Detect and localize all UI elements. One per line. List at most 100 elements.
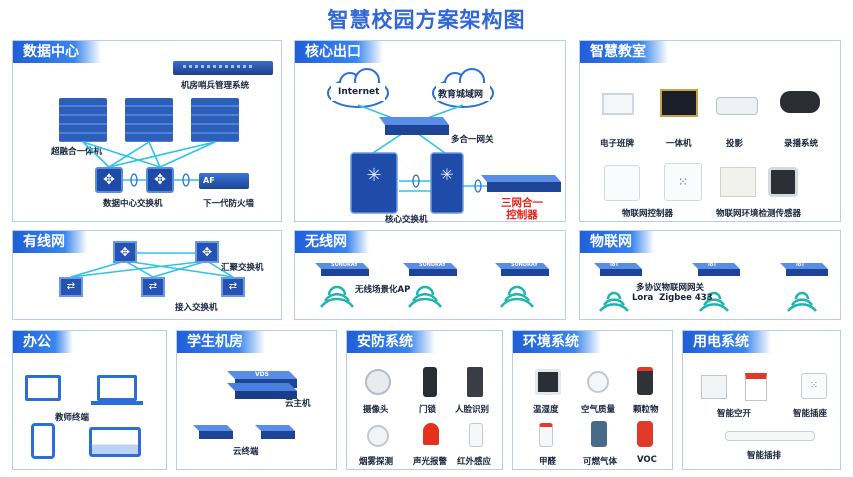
door-lock-icon — [423, 367, 437, 397]
access-switch-label: 接入交换机 — [175, 303, 218, 313]
firewall-label: 下一代防火墙 — [203, 199, 255, 209]
sound-light-alarm-icon — [423, 423, 439, 445]
cloud-host-icon — [227, 371, 297, 399]
security-item-label: 红外感应 — [457, 457, 492, 467]
core-diagram — [327, 68, 561, 214]
ap-brand-label: SUNDRAY — [511, 262, 538, 268]
iot-controller-icon — [604, 165, 640, 201]
projector-icon — [716, 97, 758, 115]
edu-net-label: 教育城域网 — [438, 90, 484, 100]
security-item-label: 人脸识别 — [455, 405, 490, 415]
ap-label: 无线场景化AP — [355, 285, 411, 295]
env-item-label: 甲醛 — [539, 457, 557, 467]
env-sensor-icon — [720, 167, 756, 197]
particulate-icon — [637, 367, 653, 395]
wireless-aps — [315, 263, 549, 308]
power-strip-icon — [725, 431, 815, 441]
socket-icon: ⁙ — [664, 163, 702, 201]
iot-gateway-icon — [780, 263, 828, 312]
power-item-label: 智能插座 — [793, 409, 828, 419]
panel-tag-power: 用电系统 — [683, 331, 771, 353]
security-item-label: 门锁 — [419, 405, 437, 415]
panel-tag-data-center: 数据中心 — [13, 41, 101, 63]
smart-socket-icon: ⁙ — [801, 373, 827, 399]
ap-brand-label: SUNDRAY — [331, 262, 358, 268]
laptop-base-icon — [91, 401, 143, 405]
panel-tag-core: 核心出口 — [295, 41, 383, 63]
core-switch-icon: ✳ — [440, 165, 454, 184]
env-item-label: 可燃气体 — [583, 457, 618, 467]
cloud-host-label: 云主机 — [285, 399, 311, 409]
classroom-item-label: 一体机 — [666, 139, 692, 149]
security-item-label: 摄像头 — [363, 405, 389, 415]
voc-sensor-icon — [637, 421, 653, 447]
panel-tag-wired: 有线网 — [13, 231, 87, 253]
formaldehyde-icon — [539, 423, 553, 447]
agg-switch-icon: ✥ — [113, 241, 137, 263]
all-in-one-icon — [660, 89, 698, 117]
power-item-label: 智能插排 — [747, 451, 782, 461]
security-item-label: 烟雾探测 — [359, 457, 394, 467]
dc-switch-icon: ✥ — [146, 167, 174, 193]
wireless-ap-icon — [315, 263, 369, 308]
core-switch-icon: ✳ — [366, 165, 382, 186]
iot-gateway-label: 多协议物联网网关 — [636, 283, 705, 293]
sensor-panel-icon — [768, 167, 798, 197]
cloud-terminal-icon — [255, 425, 295, 439]
desktop-monitor-icon — [25, 375, 61, 401]
power-item-label: 智能空开 — [717, 409, 752, 419]
wired-links — [70, 252, 234, 278]
iot-badge-label: IoT — [796, 262, 805, 268]
agg-switch-icon: ✥ — [195, 241, 219, 263]
face-recognition-icon — [467, 367, 483, 397]
sentinel-label: 机房哨兵管理系统 — [181, 81, 250, 91]
gateway-label: 多合一网关 — [451, 135, 494, 145]
laptop-icon — [97, 375, 137, 401]
server-rack-icon — [191, 98, 239, 142]
printer-icon — [89, 427, 141, 457]
server-rack-icon — [59, 98, 107, 142]
cloud-terminal-label: 云终端 — [233, 447, 259, 457]
dome-camera-icon — [365, 369, 391, 395]
panel-environment: 环境系统 温湿度 空气质量 颗粒物 甲醛 可燃气体 VOC — [512, 330, 673, 470]
access-switch-icon: ⇄ — [59, 277, 83, 297]
core-switch-label: 核心交换机 — [385, 215, 428, 225]
infrared-sensor-icon — [469, 423, 483, 447]
agg-switch-label: 汇聚交换机 — [221, 263, 264, 273]
panel-iot: 物联网 IoT IoT IoT 多协议物联网网关 Lora Zigbee 433 — [579, 230, 841, 320]
panel-lab: 学生机房 VDS 云主机 云终端 — [176, 330, 337, 470]
cloud-terminal-icon — [193, 425, 233, 439]
panel-power: 用电系统 ⁙ 智能空开 智能插座 智能插排 — [682, 330, 841, 470]
dc-switch-icon: ✥ — [95, 167, 123, 193]
smart-breaker-icon — [701, 375, 727, 399]
panel-tag-security: 安防系统 — [347, 331, 435, 353]
internet-label: Internet — [338, 87, 380, 97]
temp-humidity-icon — [535, 369, 561, 395]
gas-detector-icon — [591, 421, 607, 447]
tablet-icon — [31, 423, 55, 459]
panel-wireless: 无线网 SUNDRAY SUNDRAY SUNDRAY 无线场景化AP — [294, 230, 566, 320]
firewall-icon: AF — [199, 173, 249, 189]
panel-office: 办公 教师终端 — [12, 330, 167, 470]
panel-tag-lab: 学生机房 — [177, 331, 265, 353]
panel-data-center: 数据中心 机房哨兵管理系统 超融合一体机 ✥ ✥ 数据中心交换机 AF 下一代防… — [12, 40, 282, 222]
internet-cloud-icon — [327, 68, 389, 108]
env-item-label: VOC — [637, 455, 657, 465]
sentinel-rack-stripes-icon — [183, 65, 253, 68]
access-switch-icon: ⇄ — [221, 277, 245, 297]
panel-security: 安防系统 摄像头 门锁 人脸识别 烟雾探测 声光报警 红外感应 — [346, 330, 503, 470]
smoke-detector-icon — [367, 425, 389, 447]
wireless-ap-icon — [403, 263, 457, 308]
edu-net-cloud-icon — [432, 68, 494, 108]
security-item-label: 声光报警 — [413, 457, 448, 467]
teacher-terminal-label: 教师终端 — [55, 413, 90, 423]
page-title: 智慧校园方案架构图 — [327, 8, 526, 32]
iot-gateway-icon — [594, 263, 642, 312]
env-item-label: 温湿度 — [533, 405, 559, 415]
panel-tag-environment: 环境系统 — [513, 331, 601, 353]
panel-wired: 有线网 ✥ ✥ 汇聚交换机 ⇄ ⇄ ⇄ 接入交换机 — [12, 230, 282, 320]
panel-tag-wireless: 无线网 — [295, 231, 369, 253]
hci-label: 超融合一体机 — [51, 147, 103, 157]
classroom-item-label: 录播系统 — [784, 139, 819, 149]
sentinel-rack-icon — [173, 61, 273, 75]
